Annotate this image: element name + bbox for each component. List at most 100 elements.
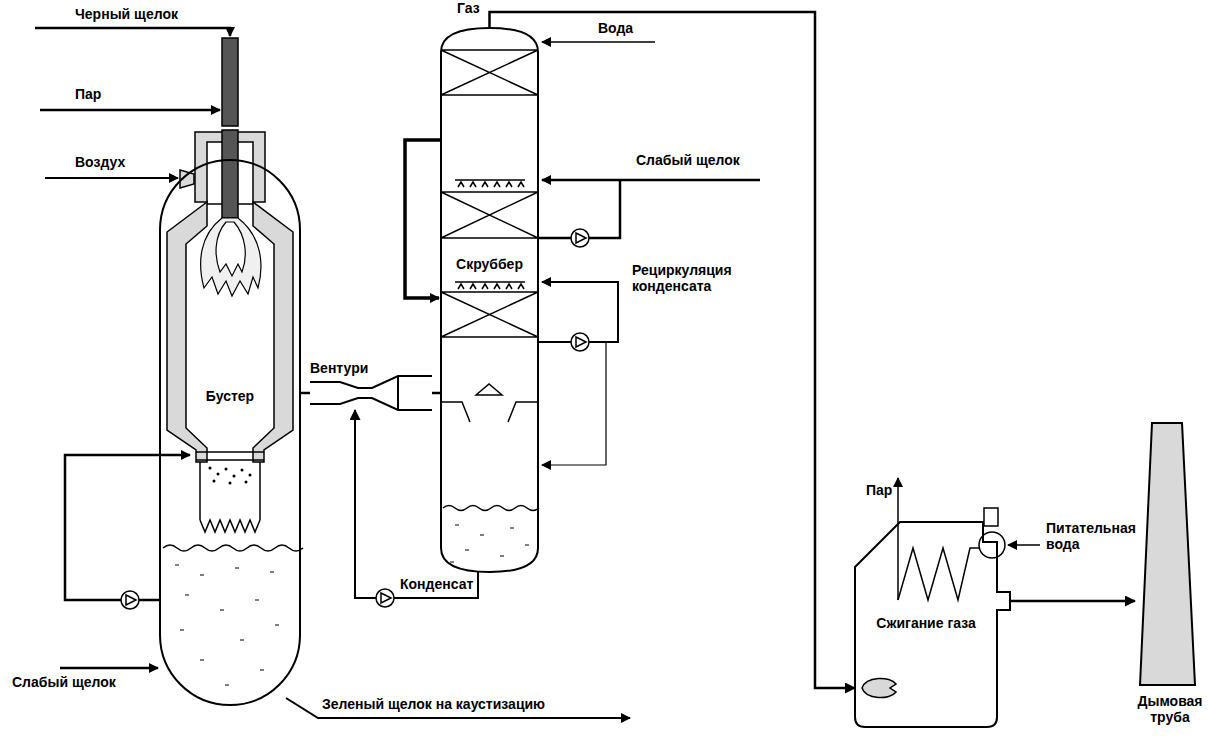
pump-symbol xyxy=(381,593,391,603)
stream-label: Питательная вода xyxy=(1046,520,1138,552)
refractory-lining xyxy=(167,202,207,462)
boiler-internals xyxy=(897,478,899,600)
spray-dots xyxy=(233,475,236,478)
quench xyxy=(65,452,303,600)
scrubber-column-outline xyxy=(441,28,538,572)
spray-dots xyxy=(217,473,220,476)
stream-label: Слабый щелок xyxy=(636,152,740,168)
scrubber-column: Скруббер xyxy=(441,28,538,572)
pump-symbol xyxy=(121,591,139,609)
refractory-lining xyxy=(253,202,293,462)
pipe-connector xyxy=(1010,600,1135,603)
pipe-connector xyxy=(490,12,856,688)
quench xyxy=(196,452,264,460)
flame xyxy=(201,218,261,296)
flame xyxy=(201,218,261,296)
scrubber-lines xyxy=(405,42,760,465)
scrubber-internals xyxy=(441,192,538,238)
liquid-dashes xyxy=(175,525,529,685)
scrubber-internals xyxy=(455,180,525,187)
liquid-dashes xyxy=(450,525,529,562)
pipe-connector xyxy=(300,392,310,395)
quench xyxy=(163,545,303,551)
scrubber-internals xyxy=(443,506,539,511)
node-label: Сжигание газа xyxy=(855,615,997,631)
boiler-internals xyxy=(862,478,1040,698)
pump-symbol xyxy=(126,595,136,605)
quench xyxy=(65,455,190,600)
scrubber-internals xyxy=(441,50,538,95)
boiler-internals xyxy=(1008,544,1040,546)
chimney-stack: Дымовая труба xyxy=(1135,423,1205,743)
stream-label: Рециркуляция конденсата xyxy=(632,262,752,294)
spray-dots xyxy=(229,482,232,485)
pipe-connector xyxy=(355,410,478,598)
venturi-pipe: Вентури xyxy=(310,360,432,410)
stream-label: Черный щелок xyxy=(75,6,178,22)
spray-dots xyxy=(241,469,244,472)
booster-vessel: Бустер xyxy=(160,160,300,705)
stream-label: Зеленый щелок на каустизацию xyxy=(322,696,545,712)
pump-symbol xyxy=(121,229,589,609)
stream-label: Воздух xyxy=(75,154,125,170)
pump-symbol xyxy=(571,333,589,351)
spray-dots xyxy=(225,468,228,471)
venturi-pipe-outline xyxy=(310,376,432,410)
feed-lines xyxy=(35,28,230,36)
spray-dots xyxy=(213,480,216,483)
stream-label: Вода xyxy=(598,20,633,36)
feed-lines xyxy=(35,28,630,718)
feed-lines xyxy=(60,667,158,670)
scrubber-internals xyxy=(476,384,502,395)
scrubber-internals xyxy=(441,402,538,422)
node-label: Скруббер xyxy=(441,256,538,272)
flame xyxy=(216,222,245,276)
connector-label: Конденсат xyxy=(398,576,475,592)
quench xyxy=(200,462,260,520)
refractory-lining xyxy=(167,202,293,462)
burner xyxy=(222,38,238,126)
boiler-internals xyxy=(984,508,998,526)
burner xyxy=(222,130,238,218)
spray-dots xyxy=(245,481,248,484)
feed-lines xyxy=(40,109,220,112)
stream-label: Слабый щелок xyxy=(12,674,116,690)
gas-boiler-outline xyxy=(855,522,1010,727)
pump-symbol xyxy=(571,229,589,247)
spray-dots xyxy=(249,474,252,477)
pipe-connector xyxy=(432,392,441,395)
booster-vessel-outline xyxy=(160,160,300,705)
scrubber-lines xyxy=(405,140,441,298)
pump-symbol xyxy=(571,333,589,351)
node-label: Вентури xyxy=(310,360,368,376)
chimney-stack-outline xyxy=(1140,423,1195,685)
pump-symbol xyxy=(376,589,394,607)
feed-lines xyxy=(45,177,178,179)
scrubber-internals xyxy=(441,50,539,511)
connector-label: Газ xyxy=(455,0,482,16)
pump-symbol xyxy=(571,229,589,247)
scrubber-lines xyxy=(542,342,606,465)
pump-symbol xyxy=(121,591,139,609)
node-label: Бустер xyxy=(160,388,300,404)
spray-dots xyxy=(209,467,252,485)
stream-label: Пар xyxy=(866,482,892,498)
scrubber-lines xyxy=(542,179,760,182)
scrubber-internals xyxy=(441,292,538,337)
stream-label: Пар xyxy=(75,86,101,102)
scrubber-lines xyxy=(542,41,655,43)
spray-dots xyxy=(209,467,212,470)
boiler-internals xyxy=(898,548,982,600)
pump-symbol xyxy=(376,589,394,607)
gas-boiler: Сжигание газа xyxy=(855,522,1010,727)
liquid-dashes xyxy=(175,565,279,685)
boiler-internals xyxy=(862,678,896,697)
scrubber-internals xyxy=(455,282,525,289)
scrubber-column-outline xyxy=(441,28,538,572)
